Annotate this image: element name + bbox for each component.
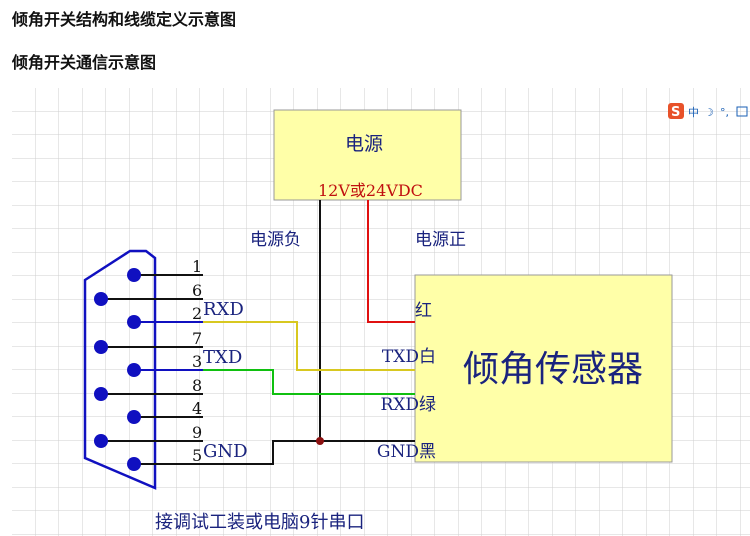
ime-logo-icon bbox=[668, 103, 684, 119]
pin-dot bbox=[127, 457, 141, 471]
pin-dot bbox=[94, 292, 108, 306]
sensor-box bbox=[414, 274, 673, 463]
pin-dot bbox=[127, 268, 141, 282]
db9-connector bbox=[83, 249, 157, 490]
pin-dot bbox=[127, 315, 141, 329]
gnd-label: GND bbox=[203, 441, 248, 462]
power-title: 电源 bbox=[345, 133, 383, 155]
yellow-wire bbox=[203, 321, 415, 371]
gnd-wire bbox=[203, 440, 415, 465]
section-heading-structure: 倾角开关结构和线缆定义示意图 bbox=[12, 10, 237, 29]
power-voltage: 12V或24VDC bbox=[318, 181, 423, 200]
sensor-title: 倾角传感器 bbox=[463, 349, 643, 390]
pin-number: 2 bbox=[192, 304, 202, 323]
power-box bbox=[273, 109, 462, 201]
pin-number: 9 bbox=[192, 423, 202, 442]
pin-number: 7 bbox=[192, 329, 202, 348]
wire-red-label: 红 bbox=[415, 301, 432, 321]
section-heading-communication: 倾角开关通信示意图 bbox=[12, 53, 157, 72]
pin-number: 6 bbox=[192, 281, 202, 300]
pin-number: 8 bbox=[192, 376, 202, 395]
ime-toolbar[interactable]: S 中 ☽ °, bbox=[668, 103, 748, 120]
wire-green-label: RXD绿 bbox=[380, 395, 436, 415]
moon-icon[interactable]: ☽ bbox=[704, 106, 714, 119]
red-wire bbox=[367, 200, 415, 323]
pin-number: 3 bbox=[192, 352, 202, 371]
pin-dot bbox=[94, 340, 108, 354]
pin-number: 5 bbox=[192, 446, 202, 465]
green-wire bbox=[203, 369, 415, 395]
pin-dot bbox=[94, 387, 108, 401]
positive-label: 电源正 bbox=[415, 230, 466, 250]
pin-number: 4 bbox=[192, 399, 202, 418]
caption: 接调试工装或电脑9针串口 bbox=[155, 512, 364, 533]
pin-group: 1 6 2 7 3 8 4 9 5 bbox=[94, 257, 203, 471]
wire-black-label: GND黑 bbox=[377, 442, 436, 462]
pin-dot bbox=[127, 410, 141, 424]
ime-logo: S bbox=[671, 105, 680, 120]
rxd-label: RXD bbox=[203, 299, 244, 320]
keyboard-icon[interactable] bbox=[736, 106, 748, 117]
negative-label: 电源负 bbox=[250, 230, 301, 250]
pin-dot bbox=[127, 363, 141, 377]
txd-label: TXD bbox=[203, 347, 242, 368]
ime-mode[interactable]: 中 bbox=[688, 106, 699, 119]
pin-dot bbox=[94, 434, 108, 448]
junction-dot bbox=[316, 437, 324, 445]
punctuation-icon[interactable]: °, bbox=[720, 106, 729, 119]
pin-number: 1 bbox=[192, 257, 202, 276]
wire-white-label: TXD白 bbox=[382, 347, 436, 367]
